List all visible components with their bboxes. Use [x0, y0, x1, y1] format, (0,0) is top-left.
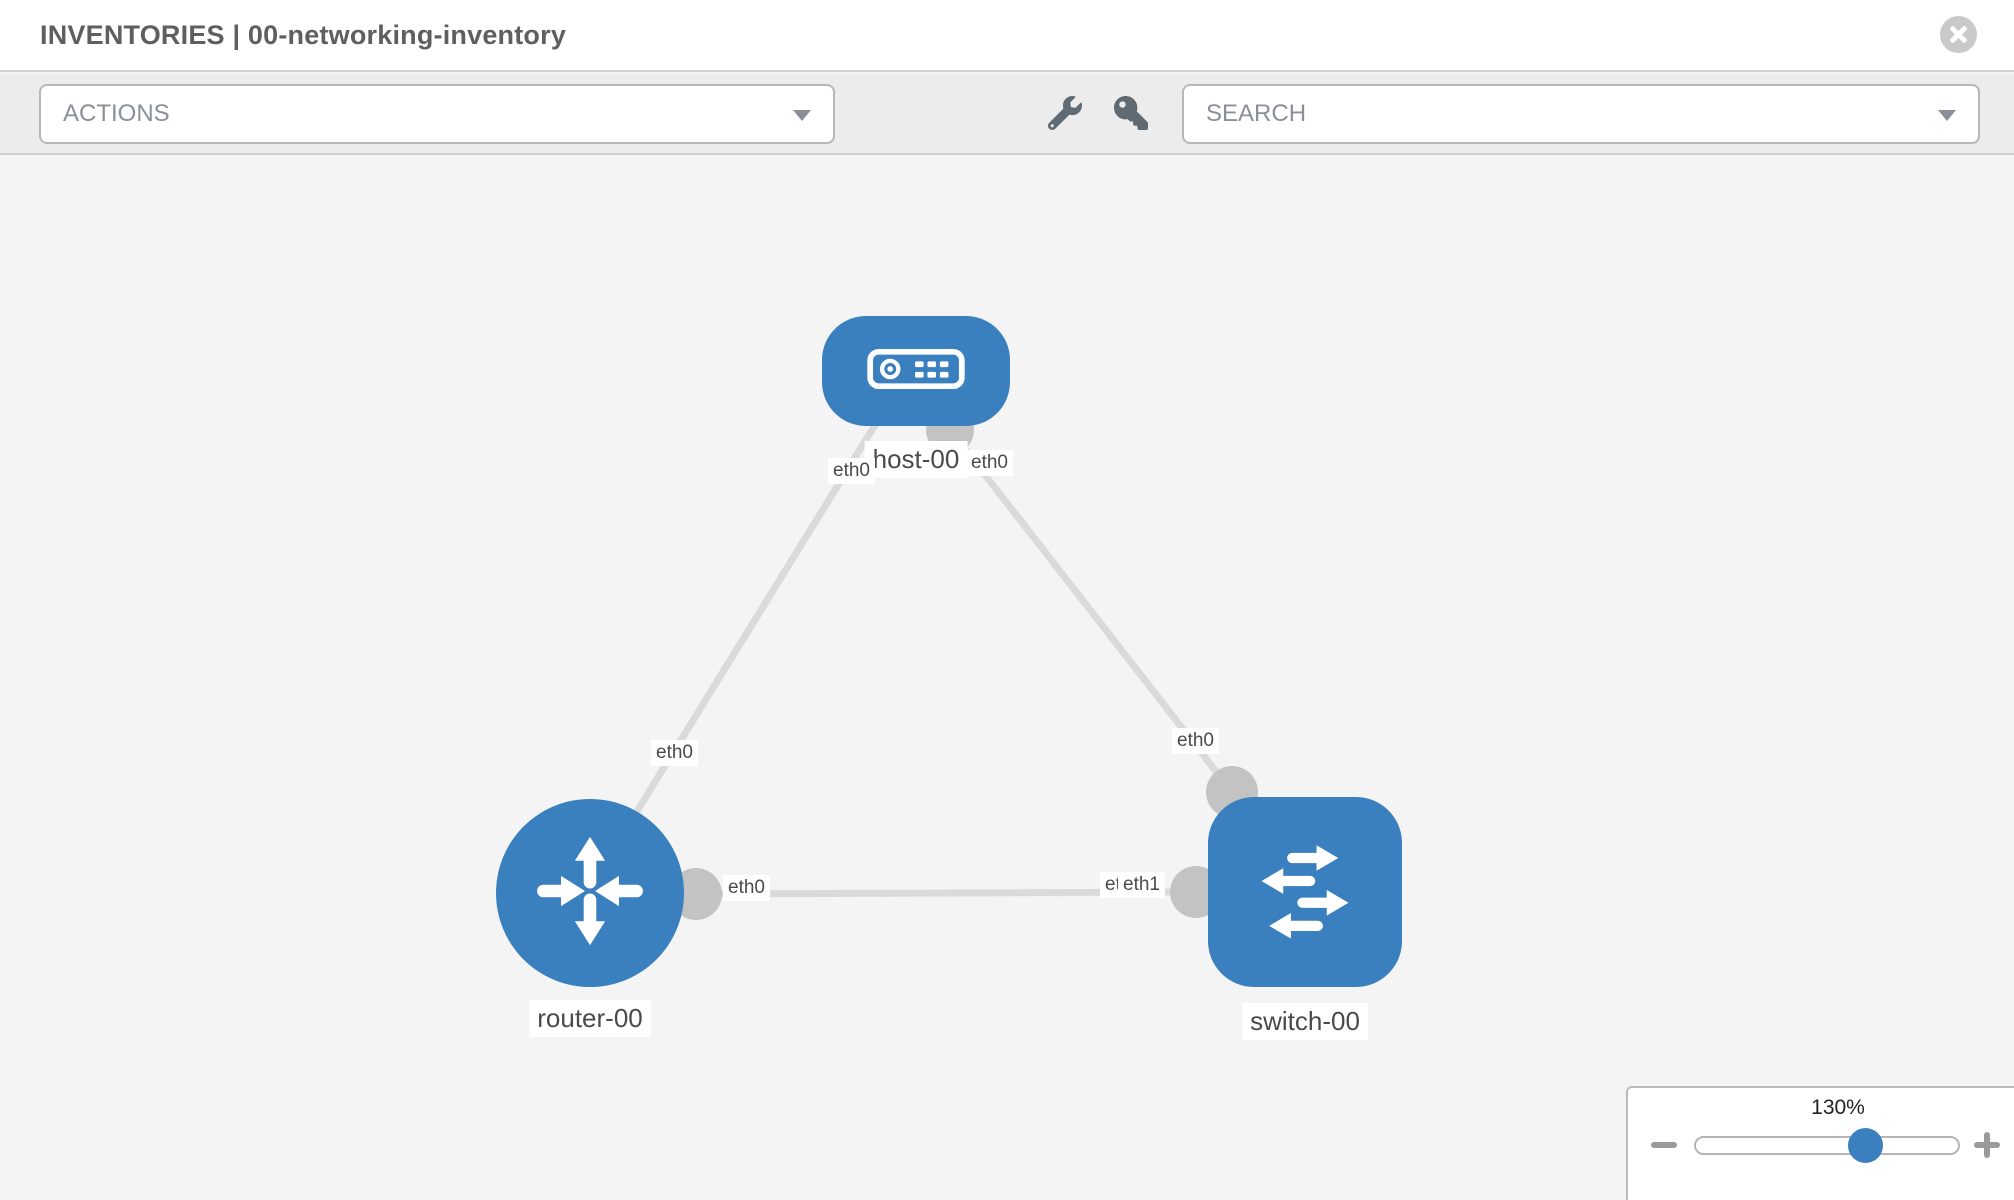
close-button[interactable]	[1940, 16, 1977, 53]
node-label-switch: switch-00	[1242, 1003, 1368, 1040]
zoom-in-button[interactable]	[1970, 1128, 2004, 1162]
page-title: INVENTORIES | 00-networking-inventory	[40, 20, 567, 50]
interface-label-switch-eth0-to-host: eth0	[1172, 728, 1219, 754]
router-arrows-icon	[527, 828, 653, 959]
interface-label-router-eth0-to-switch: eth0	[723, 875, 770, 901]
interface-label-router-eth0-to-host: eth0	[651, 740, 698, 766]
node-router-00[interactable]	[496, 799, 684, 987]
links-layer	[612, 406, 1258, 920]
node-label-host: host-00	[864, 441, 968, 478]
node-switch-00[interactable]	[1208, 797, 1402, 987]
credentials-button[interactable]	[1114, 96, 1154, 136]
interface-label-host-eth0-to-switch: eth0	[966, 450, 1013, 476]
chevron-down-icon	[793, 110, 811, 121]
host-server-icon	[866, 348, 966, 395]
breadcrumb-header: INVENTORIES | 00-networking-inventory	[0, 0, 2014, 72]
zoom-panel: 130%	[1626, 1086, 2014, 1200]
switch-arrows-icon	[1241, 826, 1369, 959]
actions-dropdown[interactable]: ACTIONS	[39, 84, 835, 144]
zoom-slider-thumb[interactable]	[1848, 1128, 1883, 1163]
search-dropdown-label: SEARCH	[1206, 100, 1307, 127]
search-dropdown[interactable]: SEARCH	[1182, 84, 1980, 144]
zoom-level-label: 130%	[1811, 1096, 1865, 1119]
node-host-00[interactable]	[822, 316, 1010, 426]
interface-label-switch-eth1-to-router: eth1	[1118, 872, 1165, 898]
chevron-down-icon	[1938, 110, 1956, 121]
topology-canvas[interactable]: host-00 router-00 switch-00 eth0 eth0 et…	[0, 157, 2014, 1200]
zoom-out-button[interactable]	[1647, 1128, 1681, 1162]
wrench-icon	[1047, 96, 1082, 134]
link-host-router[interactable]	[612, 415, 883, 849]
toolbar: ACTIONS SEARCH	[0, 74, 2014, 155]
node-label-router: router-00	[529, 1000, 651, 1037]
configure-button[interactable]	[1047, 96, 1088, 136]
actions-dropdown-label: ACTIONS	[63, 100, 170, 127]
interface-label-host-eth0-to-router: eth0	[828, 458, 875, 484]
key-icon	[1114, 96, 1148, 134]
zoom-slider-track[interactable]	[1694, 1136, 1960, 1155]
